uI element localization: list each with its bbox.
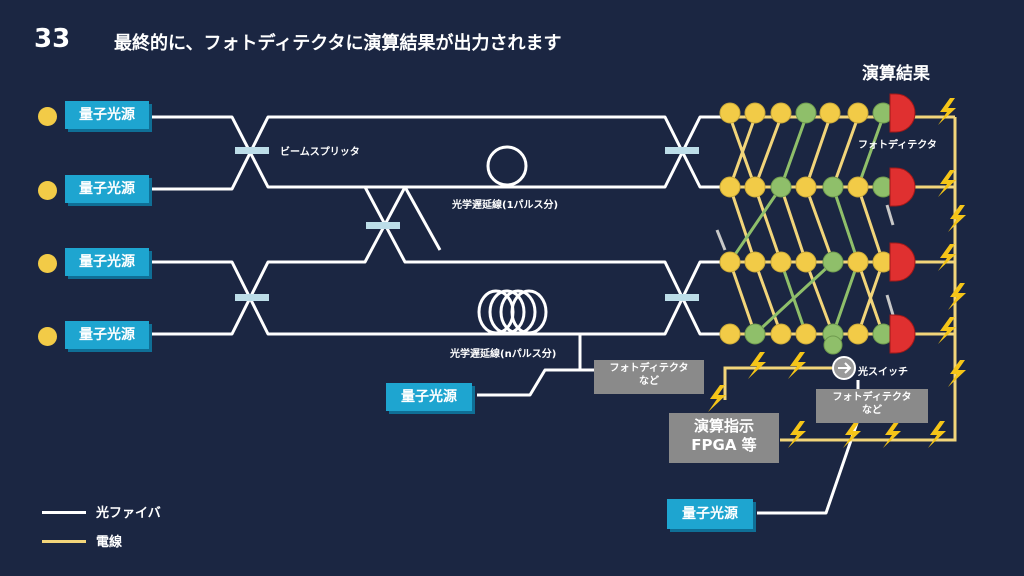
lightning-icon xyxy=(928,421,946,448)
switch-arm xyxy=(885,294,895,316)
pulse-node xyxy=(719,251,741,273)
lattice-link xyxy=(779,116,885,188)
delay-line-1-label: 光学遅延線(1パルス分) xyxy=(452,200,559,211)
photodetector-icon xyxy=(889,93,916,133)
delay-line-coil xyxy=(510,289,548,335)
lightning-icon xyxy=(708,385,726,412)
legend-wire-label: 電線 xyxy=(96,535,123,550)
lightning-icon xyxy=(948,205,966,232)
beam-splitter xyxy=(665,294,699,301)
pulse-node xyxy=(744,251,766,273)
quantum-light-source: 量子光源 xyxy=(65,321,149,349)
pulse-node xyxy=(744,323,766,345)
lattice-link xyxy=(728,186,860,263)
lattice-link xyxy=(753,260,860,336)
beam-splitter-label: ビームスプリッタ xyxy=(280,147,360,158)
arrow-right-icon xyxy=(838,362,852,374)
photodetector-icon xyxy=(889,242,916,282)
lattice-link xyxy=(728,261,885,335)
fpga-box-line1: 演算指示 xyxy=(693,417,754,435)
pulse-node xyxy=(770,176,792,198)
detector-box-left-line1: フォトディテクタ xyxy=(609,363,689,374)
fpga-box-line2: FPGA 等 xyxy=(691,436,757,454)
photodetector-icon xyxy=(889,314,916,354)
legend-fiber-swatch xyxy=(42,511,86,514)
lightning-icon xyxy=(748,352,766,379)
optical-switch-label: 光スイッチ xyxy=(858,367,908,378)
pulse-node xyxy=(719,102,741,124)
photon-source-dot xyxy=(38,107,57,126)
lightning-icon xyxy=(788,421,806,448)
pulse-node xyxy=(819,102,841,124)
fpga-box: 演算指示 FPGA 等 xyxy=(669,413,779,463)
photon-source-dot xyxy=(38,327,57,346)
pulse-node xyxy=(795,251,817,273)
photodetector-icon xyxy=(889,167,916,207)
pulse-node xyxy=(744,102,766,124)
delay-line-n-label: 光学遅延線(nパルス分) xyxy=(450,349,557,360)
pulse-node xyxy=(770,323,792,345)
detector-box-right-line1: フォトディテクタ xyxy=(832,392,912,403)
quantum-light-source: 量子光源 xyxy=(65,101,149,129)
photon-source-dot xyxy=(38,181,57,200)
lightning-icon xyxy=(843,421,861,448)
lattice-link xyxy=(728,116,860,188)
pulse-node xyxy=(719,176,741,198)
detector-box-right-line2: など xyxy=(862,405,882,416)
delay-line-coil xyxy=(499,289,537,335)
pulse-node xyxy=(795,323,817,345)
detector-box-right: フォトディテクタ など xyxy=(816,389,928,423)
pulse-node xyxy=(744,176,766,198)
pulse-node xyxy=(770,251,792,273)
quantum-light-source: 量子光源 xyxy=(667,499,753,529)
quantum-light-source: 量子光源 xyxy=(386,383,472,411)
photon-source-dot xyxy=(38,254,57,273)
beam-splitter xyxy=(235,147,269,154)
lightning-icon xyxy=(948,360,966,387)
pulse-node xyxy=(770,102,792,124)
fiber-path xyxy=(152,260,725,336)
pulse-node xyxy=(795,102,817,124)
electric-wire xyxy=(723,366,840,400)
slide-number: 33 xyxy=(34,24,71,54)
pulse-node xyxy=(823,335,843,355)
lightning-icon xyxy=(938,244,956,271)
quantum-light-source: 量子光源 xyxy=(65,248,149,276)
slide-title: 最終的に、フォトディテクタに演算結果が出力されます xyxy=(114,33,562,54)
detector-box-left: フォトディテクタ など xyxy=(594,360,704,394)
pulse-node xyxy=(847,251,869,273)
lightning-icon xyxy=(938,170,956,197)
lightning-icon xyxy=(948,283,966,310)
lightning-icon xyxy=(938,317,956,344)
quantum-light-source: 量子光源 xyxy=(65,175,149,203)
fiber-path xyxy=(477,334,582,397)
lattice-link xyxy=(728,186,885,263)
lightning-icon xyxy=(788,352,806,379)
legend-fiber-label: 光ファイバ xyxy=(96,506,161,521)
result-title: 演算結果 xyxy=(862,64,930,84)
pulse-node xyxy=(719,323,741,345)
legend-wire-swatch xyxy=(42,540,86,543)
switch-arm xyxy=(715,229,727,251)
pulse-node xyxy=(847,176,869,198)
beam-splitter xyxy=(235,294,269,301)
delay-line-coil xyxy=(488,289,526,335)
beam-splitter xyxy=(366,222,400,229)
pulse-node xyxy=(795,176,817,198)
delay-line-loop xyxy=(486,145,528,187)
pulse-node xyxy=(847,323,869,345)
switch-arm xyxy=(885,204,895,226)
pulse-node xyxy=(822,176,844,198)
pulse-node xyxy=(847,102,869,124)
fiber-path xyxy=(363,186,725,336)
fiber-path xyxy=(152,115,725,191)
beam-splitter xyxy=(665,147,699,154)
detector-box-left-line2: など xyxy=(639,376,659,387)
lightning-icon xyxy=(938,98,956,125)
lightning-icon xyxy=(883,421,901,448)
photodetector-label: フォトディテクタ xyxy=(858,140,937,151)
pulse-node xyxy=(822,251,844,273)
fiber-path xyxy=(152,115,442,251)
